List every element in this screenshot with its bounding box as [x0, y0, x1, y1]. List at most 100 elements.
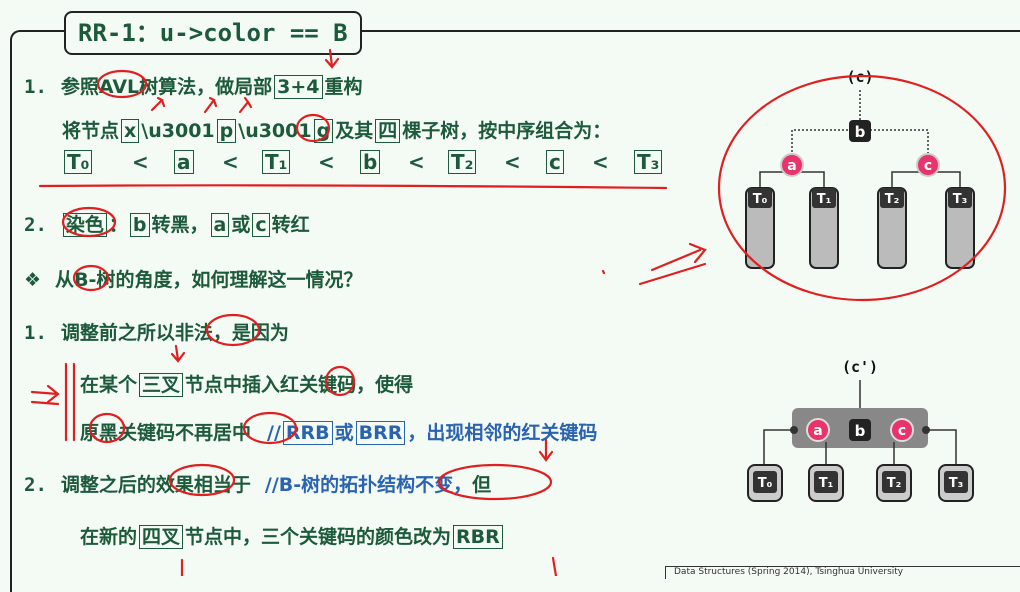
box-x: x [121, 119, 140, 143]
seq-lt: < [222, 150, 239, 174]
slide-title: RR-1：u->color == B [64, 11, 362, 55]
step2-number: 2. [24, 214, 47, 236]
node-a [780, 153, 804, 177]
node-b [849, 120, 871, 142]
seq-lt: < [504, 150, 521, 174]
text: 原黑关键码不再居中 [80, 422, 252, 444]
box-rrb: RRB [282, 421, 333, 445]
text: 参照 [60, 76, 99, 98]
subtree-t3-label: T₃ [953, 192, 968, 207]
text: 的角度，如何理解这一情况？ [115, 269, 363, 291]
text: 转黑， [151, 214, 209, 236]
box-3plus4: 3+4 [274, 75, 323, 99]
step1-number: 1. [24, 76, 47, 98]
text: 及其 [335, 120, 374, 142]
key-a [806, 418, 830, 442]
leaf-t0: T₀ [747, 464, 783, 502]
seq-c: c [546, 150, 564, 174]
text: ，出现相邻的红关键码 [407, 422, 598, 444]
subtree-t1-label: T₁ [817, 192, 832, 207]
node-b-label: b [855, 123, 866, 141]
text: 从 [55, 269, 75, 291]
slide-frame [10, 30, 1020, 592]
box-brr: BRR [355, 421, 406, 445]
key-c [890, 418, 914, 442]
text: 树算法，做局部 [139, 76, 273, 98]
node-a-label: a [787, 158, 796, 174]
box-rbr: RBR [453, 525, 503, 549]
text-red: 红 [280, 374, 300, 396]
subtree-t0: T₀ [745, 187, 775, 269]
subtree-t1: T₁ [809, 187, 839, 269]
text: ，是因为 [212, 322, 289, 344]
text-btree: B-树 [74, 269, 116, 291]
subtree-t0-label: T₀ [753, 192, 768, 207]
leaf-t3-label: T₃ [949, 476, 964, 491]
box-four: 四 [375, 119, 401, 143]
reason2-line1: 2.调整之后的效果相当于//B-树的拓扑结构不变，但 [24, 470, 491, 497]
key-b [849, 419, 871, 441]
box-four-fork: 四叉 [139, 525, 184, 549]
leaf-t0-label: T₀ [758, 476, 773, 491]
key-c-label: c [898, 423, 906, 439]
subtree-t3: T₃ [945, 187, 975, 269]
diamond-bullet-icon: ❖ [24, 269, 42, 291]
diagram-c: (c) b a c T₀ T₁ T₂ T₃ [717, 68, 1007, 302]
reason1-number: 1. [24, 322, 47, 344]
text: 关键码，使得 [299, 374, 414, 396]
seq-lt: < [592, 150, 609, 174]
box-a: a [210, 213, 230, 237]
text: 或 [231, 214, 251, 236]
text: 在某个 [80, 374, 138, 396]
comment-slashes: // [267, 422, 281, 444]
leaf-t2: T₂ [876, 464, 912, 502]
box-dye: 染色 [62, 213, 107, 237]
subtree-t2-label: T₂ [885, 192, 900, 207]
text: 在新的 [80, 526, 138, 548]
annotation-circle [717, 74, 1007, 302]
text: 或 [334, 422, 354, 444]
seq-t0: T₀ [64, 150, 93, 174]
question-line: ❖ 从B-树的角度，如何理解这一情况？ [24, 265, 362, 292]
box-three-fork: 三叉 [139, 373, 184, 397]
text: 但 [472, 474, 492, 496]
footer: Data Structures (Spring 2014), Tsinghua … [665, 566, 1020, 579]
text: 节点中插入 [185, 374, 281, 396]
key-a-label: a [813, 423, 822, 439]
leaf-t1: T₁ [808, 464, 844, 502]
leaf-t2-label: T₂ [887, 476, 902, 491]
comment: //B-树的拓扑结构不变， [264, 474, 473, 496]
node-c-label: c [924, 158, 932, 174]
text: 转红 [271, 214, 310, 236]
text: 调整前之所以 [60, 322, 175, 344]
text-avl: AVL [98, 76, 140, 98]
leaf-t1-label: T₁ [819, 476, 834, 491]
box-g: g [313, 119, 334, 143]
subtree-t2: T₂ [877, 187, 907, 269]
node-c [916, 153, 940, 177]
seq-lt: < [132, 150, 149, 174]
leaf-t3: T₃ [938, 464, 974, 502]
text: 重构 [324, 76, 363, 98]
diagram-c-prime-label: (c') [842, 358, 878, 376]
seq-lt: < [318, 150, 335, 174]
text-illegal: 非法 [174, 322, 213, 344]
reason1-line1: 1. 调整前之所以非法，是因为 [24, 318, 289, 345]
text: 节点中，三个关键码的颜色改为 [185, 526, 452, 548]
seq-a: a [174, 150, 194, 174]
seq-b: b [360, 150, 381, 174]
key-b-label: b [855, 422, 866, 440]
seq-lt: < [408, 150, 425, 174]
diagram-c-prime: (c') a b c T₀ T₁ T₂ T₃ [747, 358, 974, 502]
text: 调整之后的效果相当于 [60, 474, 251, 496]
box-c: c [252, 213, 270, 237]
seq-t3: T₃ [634, 150, 663, 174]
box-p: p [216, 119, 237, 143]
text: 棵子树，按中序组合为： [402, 120, 612, 142]
text: ： [108, 214, 128, 236]
text: 将节点 [62, 120, 120, 142]
